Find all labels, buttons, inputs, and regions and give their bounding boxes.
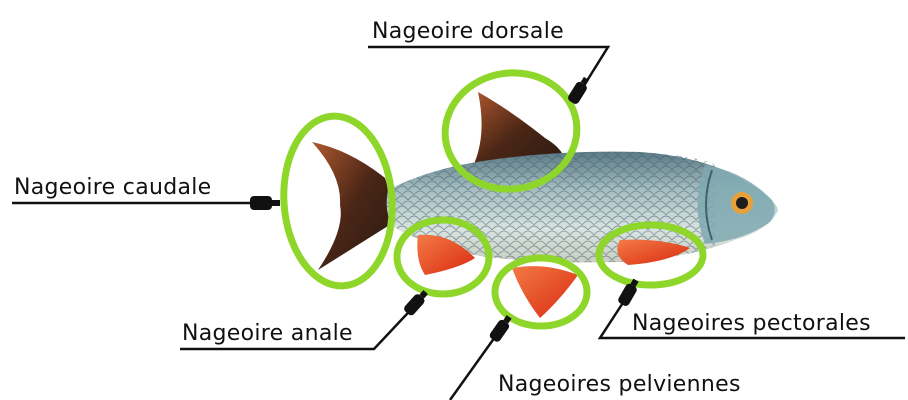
fish-pupil (736, 197, 748, 209)
pectoral-fins-label: Nageoires pectorales (632, 311, 871, 336)
caudal-cable-plug-icon (250, 196, 280, 210)
dorsal-cable-plug-icon (567, 75, 592, 105)
pelvic-leader-line (450, 330, 500, 400)
dorsal-fin-label: Nageoire dorsale (372, 19, 564, 44)
dorsal-leader-line (368, 47, 608, 92)
anal-fin-label: Nageoire anale (182, 321, 353, 346)
fish-illustration (312, 92, 778, 318)
pelvic-cable-plug-icon (488, 313, 514, 343)
pelvic-fins-label: Nageoires pelviennes (498, 372, 741, 397)
caudal-fin-label: Nageoire caudale (14, 175, 212, 200)
caudal-fin-shape (312, 142, 392, 270)
pelvic-fin-shape (512, 266, 578, 318)
anal-cable-plug-icon (403, 288, 431, 317)
